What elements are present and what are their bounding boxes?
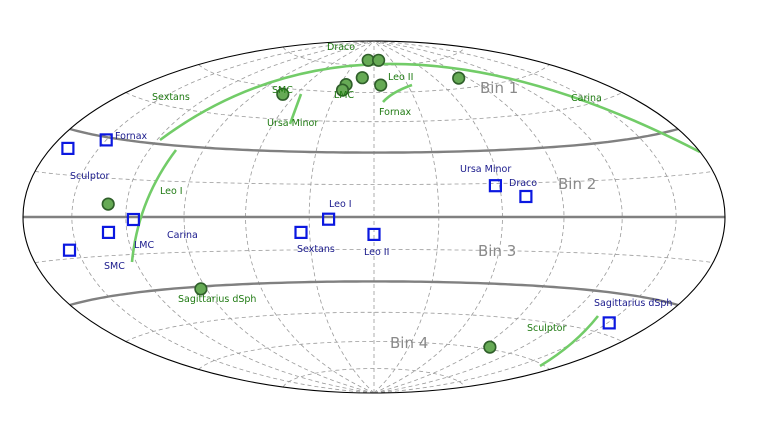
green-arcs <box>130 62 701 368</box>
circle-marker <box>194 282 208 296</box>
circle-marker <box>374 78 388 92</box>
bin-boundary-line <box>69 127 679 154</box>
square-marker <box>322 212 336 226</box>
parallel-line <box>125 92 623 123</box>
arc-fornax <box>382 83 413 103</box>
square-label-leo-ii: Leo II <box>364 247 389 258</box>
arc-sculptor <box>539 315 600 368</box>
circle-label-lmc: LMC <box>334 90 354 101</box>
square-marker <box>294 225 308 239</box>
circle-marker <box>276 87 290 101</box>
square-marker <box>602 316 616 330</box>
arc-sextans-carina <box>159 62 701 154</box>
bin-boundary-line <box>69 280 679 307</box>
bin-3-label: Bin 3 <box>478 242 516 260</box>
circle-marker <box>483 340 497 354</box>
circle-label-draco: Draco <box>327 42 355 53</box>
square-label-draco: Draco <box>509 178 537 189</box>
circle-markers <box>101 53 497 354</box>
circle-label-leo-ii: Leo II <box>388 72 413 83</box>
circle-label-sagittarius: Sagittarius dSph <box>178 294 256 305</box>
parallel-line <box>198 64 550 93</box>
square-marker <box>367 227 381 241</box>
parallel-line <box>282 368 466 388</box>
square-label-sextans: Sextans <box>297 244 335 255</box>
square-label-leo-i: Leo I <box>329 199 352 210</box>
bin-labels: Bin 1 Bin 2 Bin 3 Bin 4 <box>390 79 596 352</box>
square-label-ursa-minor: Ursa Minor <box>460 164 511 175</box>
bin-4-label: Bin 4 <box>390 334 428 352</box>
parallel-line <box>125 311 623 342</box>
circle-label-fornax: Fornax <box>379 107 412 118</box>
sky-outline <box>22 40 726 394</box>
bin-2-label: Bin 2 <box>558 175 596 193</box>
circle-marker <box>101 197 115 211</box>
bin-1-label: Bin 1 <box>480 79 518 97</box>
square-label-lmc: LMC <box>134 240 154 251</box>
circle-marker <box>372 53 386 67</box>
circle-label-smc: SMC <box>272 85 293 96</box>
square-label-sculptor: Sculptor <box>70 171 109 182</box>
parallel-line <box>198 341 550 370</box>
square-marker <box>62 243 77 257</box>
square-marker <box>488 179 502 193</box>
square-label-sagittarius: Sagittarius dSph <box>594 298 672 309</box>
square-marker <box>519 189 533 204</box>
bin-boundaries <box>23 127 725 307</box>
square-marker <box>61 141 75 155</box>
circle-label-carina: Carina <box>571 93 602 104</box>
square-label-smc: SMC <box>104 261 125 272</box>
square-marker <box>101 225 116 239</box>
square-markers <box>61 133 616 330</box>
circle-marker <box>335 83 350 97</box>
circle-label-leo-i: Leo I <box>160 186 183 197</box>
circle-label-sextans: Sextans <box>152 92 190 103</box>
circle-marker <box>355 71 369 85</box>
circle-label-sculptor: Sculptor <box>527 323 566 334</box>
square-label-fornax: Fornax <box>115 131 148 142</box>
square-label-carina: Carina <box>167 230 198 241</box>
arc-ursa-minor <box>288 93 303 125</box>
circle-marker <box>452 71 466 85</box>
arc-leo-i <box>130 149 178 263</box>
meridian-line <box>71 41 375 393</box>
parallel-line <box>34 171 714 185</box>
point-labels: Draco Leo II SMC LMC Ursa Minor Fornax S… <box>70 42 672 334</box>
meridian-line <box>373 41 677 393</box>
circle-label-ursa-minor: Ursa Minor <box>267 118 318 129</box>
square-marker <box>126 212 141 227</box>
square-marker <box>99 133 113 147</box>
